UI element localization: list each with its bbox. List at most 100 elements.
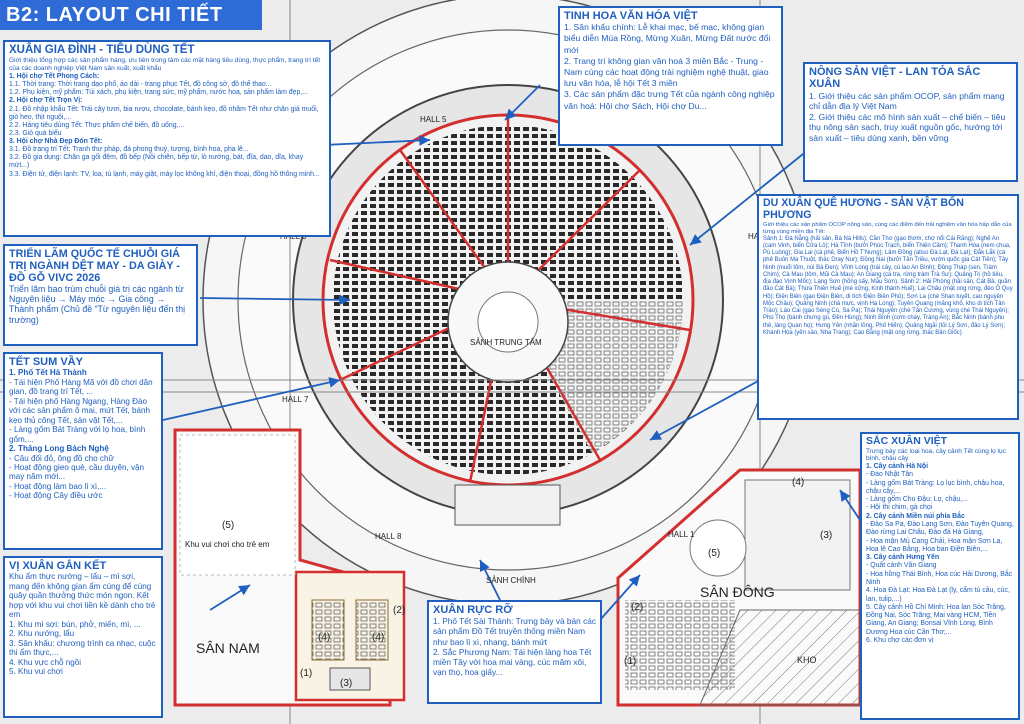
list-item: - Hoạt động Cây điều ước: [9, 491, 103, 501]
main-lobby-label: SẢNH CHÍNH: [486, 576, 536, 585]
east-yard-label: SÂN ĐÔNG: [700, 584, 775, 600]
main-entrance: [454, 484, 561, 526]
list-item: 2. Khu nướng, lẩu: [9, 629, 75, 639]
list-item: - Đào Sa Pa, Đào Lạng Sơn, Đào Tuyên Qua…: [866, 521, 1014, 537]
zone-number: (5): [222, 520, 235, 531]
food-court-seats-a: [311, 599, 345, 661]
list-item: 1. Sân khấu chính: Lễ khai mạc, bế mạc, …: [564, 22, 771, 55]
hall-label: HALL 5: [420, 115, 447, 124]
list-item: - Làng gốm Bát Tràng: Lọ lục bình, chậu …: [866, 479, 1005, 495]
zone-box-xuan-gia-dinh: XUÂN GIA ĐÌNH - TIÊU DÙNG TẾT Giới thiệu…: [3, 40, 331, 237]
list-item: 2.1. Đồ nhập khẩu Tết: Trái cây tươi, bi…: [9, 105, 319, 121]
list-item: - Đào Nhật Tân: [866, 471, 913, 479]
arrow-icon: [199, 294, 351, 306]
zone-number: (2): [631, 602, 644, 613]
zone-box-xuan-ruc-ro: XUÂN RỰC RỠ 1. Phố Tết Sài Thành: Trưng …: [427, 600, 602, 704]
zone-number: (1): [300, 668, 313, 679]
list-item: 1. Phố Tết Hà Thành: [9, 368, 87, 378]
list-item: 4. Hoa Đà Lạt: Hoa Đà Lạt (ly, cẩm tú cầ…: [866, 587, 1010, 603]
list-item: 2. Hội chợ Tết Trọn Vị:: [9, 97, 83, 105]
kids-zone: [179, 434, 296, 576]
list-item: 6. Khu chợ các đơn vị: [866, 636, 934, 644]
list-item: 5. Cây cảnh Hồ Chí Minh: Hoa lan Sóc Tră…: [866, 603, 1006, 636]
hall-label: HALL 1: [668, 530, 695, 539]
list-item: 4. Khu vực chỗ ngồi: [9, 657, 82, 667]
list-item: 2. Thăng Long Bách Nghệ: [9, 444, 109, 454]
zone-number: (2): [393, 605, 406, 616]
list-item: 2. Sắc Phương Nam: Tái hiện làng hoa Tết…: [433, 646, 592, 677]
arrow-icon: [162, 377, 341, 421]
zone-box-sac-xuan: SẮC XUÂN VIỆT Trưng bày các loại hoa, câ…: [860, 432, 1020, 720]
list-item: - Làng gốm Bát Tràng với lọ hoa, bình gố…: [9, 425, 146, 444]
east-yard-inner: [744, 479, 851, 591]
list-item: 1. Phố Tết Sài Thành: Trưng bày và bán c…: [433, 616, 596, 647]
arrow-icon: [504, 84, 541, 121]
arrow-icon: [209, 584, 251, 611]
arrow-icon: [839, 489, 861, 521]
list-item: - Hoạt động làm bao lì xì,...: [9, 481, 107, 491]
list-item: 3.3. Điện tử, điện lạnh: TV, loa, tủ lạn…: [9, 170, 320, 178]
list-item: 1. Giới thiệu các sản phẩm OCOP, sản phẩ…: [809, 90, 1005, 112]
central-lobby-inner: [477, 291, 539, 353]
zone-subtitle: Giới thiệu tổng hợp các sản phẩm hàng, ư…: [9, 56, 321, 72]
zone-title: TẾT SUM VẦY: [9, 356, 83, 368]
zone-box-du-xuan: DU XUÂN QUÊ HƯƠNG - SẢN VẬT BỐN PHƯƠNG G…: [757, 194, 1019, 420]
list-item: 3.2. Đồ gia dụng: Chăn ga gối đệm, đồ bế…: [9, 154, 304, 170]
list-item: 3. Hội chợ Nhà Đẹp Đón Tết:: [9, 138, 103, 146]
page-title: B2: LAYOUT CHI TIẾT: [0, 0, 262, 30]
zone-number: (5): [708, 548, 721, 559]
list-item: - Tái hiện phố Hàng Ngang, Hàng Đào với …: [9, 396, 151, 425]
list-item: 3. Sân khấu: chương trình ca nhạc, cuộc …: [9, 638, 156, 658]
list-item: - Hoa mận Mù Cang Chải, Hoa mận Sơn La, …: [866, 537, 1003, 553]
arrow-icon: [599, 574, 641, 621]
zone-number: (4): [318, 632, 331, 643]
zone-subtitle: Trưng bày các loại hoa, cây cảnh Tết cùn…: [866, 447, 1006, 463]
list-item: - Hội thi chim, gà chọi: [866, 504, 933, 512]
zone-title: SẮC XUÂN VIỆT: [866, 435, 948, 447]
list-item: 2. Cây cảnh Miền núi phía Bắc: [866, 512, 965, 520]
hall-label: HALL 7: [282, 395, 309, 404]
list-item: 2. Giới thiệu các mô hình sản xuất – chế…: [809, 111, 1006, 143]
food-court-stage: [329, 667, 371, 691]
list-item: - Tái hiện Phố Hàng Mã với đồ chơi dân g…: [9, 377, 153, 397]
list-item: - Quất cảnh Văn Giang: [866, 562, 937, 570]
list-item: 3.1. Đồ trang trí Tết: Tranh thư pháp, đ…: [9, 146, 249, 154]
zone-number: (1): [624, 656, 637, 667]
list-item: 2. Trang trí không gian văn hoá 3 miền B…: [564, 55, 769, 89]
zone-number: (3): [820, 530, 833, 541]
zone-title: NÔNG SẢN VIỆT - LAN TỎA SẮC XUÂN: [809, 66, 981, 91]
list-item: 3. Các sản phẩm đặc trưng Tết của ngành …: [564, 89, 775, 111]
zone-title: DU XUÂN QUÊ HƯƠNG - SẢN VẬT BỐN PHƯƠNG: [763, 197, 964, 221]
list-item: 5. Khu vui chơi: [9, 667, 63, 676]
zone-body: Sảnh 1: Đà Nẵng (hải sản, Bà Nà Hills); …: [763, 235, 1013, 336]
zone-title: XUÂN RỰC RỠ: [433, 604, 513, 616]
list-item: 1.2. Phụ kiện, mỹ phẩm: Túi xách, phụ ki…: [9, 89, 308, 97]
zone-number: (4): [792, 477, 805, 488]
zone-body: Triển lãm bao trùm chuỗi giá trị các ngà…: [9, 284, 186, 325]
warehouse-label: KHO: [797, 655, 817, 665]
arrow-icon: [649, 379, 761, 441]
central-lobby-label: SẢNH TRUNG TÂM: [470, 338, 542, 347]
zone-box-tet-sum-vay: TẾT SUM VẦY 1. Phố Tết Hà Thành - Tái hi…: [3, 352, 163, 550]
zone-title: XUÂN GIA ĐÌNH - TIÊU DÙNG TẾT: [9, 44, 195, 56]
list-item: - Làng gốm Chu Đậu: Lọ, chậu,...: [866, 496, 968, 504]
list-item: - Hoa hồng Thái Bình, Hoa cúc Hải Dương,…: [866, 570, 1013, 586]
list-item: - Hoạt động gieo quẻ, cầu duyên, vận may…: [9, 463, 144, 482]
east-yard-round: [689, 519, 747, 577]
zone-title: TINH HOA VĂN HÓA VIỆT: [564, 10, 698, 22]
zone-box-vi-xuan: VỊ XUÂN GẮN KẾT Khu ẩm thực nướng – lẩu …: [3, 556, 163, 718]
kids-zone-label: Khu vui chơi cho trẻ em: [185, 540, 270, 549]
zone-title: VỊ XUÂN GẮN KẾT: [9, 560, 107, 572]
zone-number: (4): [372, 632, 385, 643]
hall-label: HALL 8: [375, 532, 402, 541]
arrow-icon: [479, 559, 501, 601]
list-item: 2.3. Giỏ quà biếu: [9, 129, 62, 137]
list-item: 1. Khu mì sợi: bún, phở, miến, mì, ...: [9, 619, 141, 629]
zone-box-tinh-hoa: TINH HOA VĂN HÓA VIỆT 1. Sân khấu chính:…: [558, 6, 783, 146]
zone-box-nong-san: NÔNG SẢN VIỆT - LAN TỎA SẮC XUÂN 1. Giới…: [803, 62, 1018, 182]
list-item: 1. Hội chợ Tết Phong Cách:: [9, 72, 100, 80]
zone-number: (3): [340, 678, 353, 689]
arrow-icon: [689, 149, 809, 246]
list-item: 2.2. Hàng tiêu dùng Tết: Thực phẩm chế b…: [9, 121, 185, 129]
